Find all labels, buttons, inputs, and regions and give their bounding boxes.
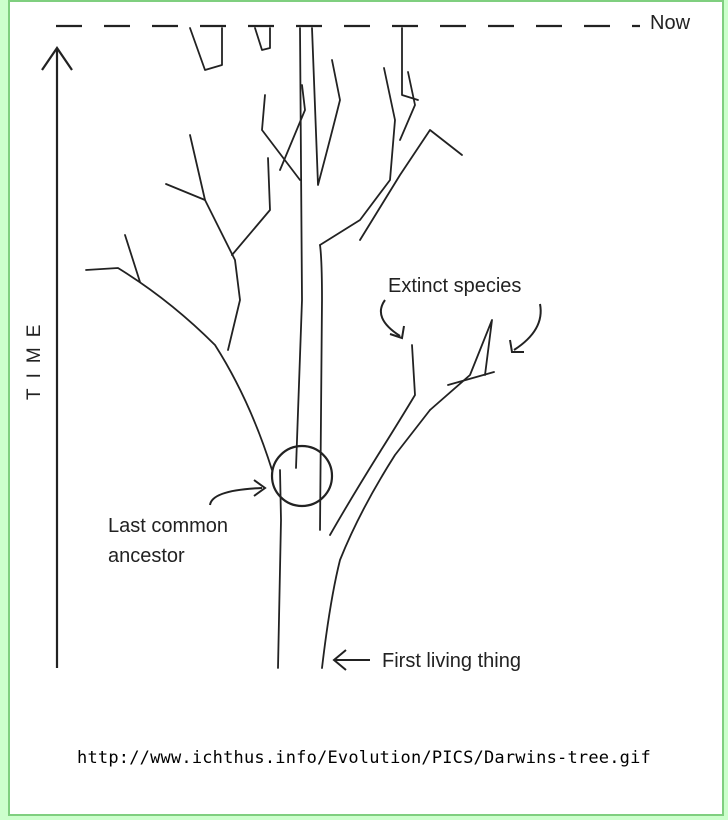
tree-branches <box>85 27 495 669</box>
first-living-arrowhead <box>332 649 347 671</box>
extinct-species-label: Extinct species <box>388 275 521 297</box>
first-living-label: First living thing <box>382 650 521 672</box>
extinct-arrow-left <box>380 299 401 337</box>
ancestor-arrow <box>209 487 263 506</box>
time-axis-label: TIME <box>24 315 45 400</box>
now-label: Now <box>650 12 691 34</box>
extinct-arrow-right <box>513 303 542 351</box>
source-url-caption: http://www.ichthus.info/Evolution/PICS/D… <box>77 748 651 768</box>
ancestor-circle <box>270 444 334 508</box>
ancestor-label-line1: Last common <box>108 515 228 537</box>
ancestor-arrowhead <box>253 479 267 497</box>
extinct-arrowhead-left <box>389 325 405 340</box>
ancestor-label-line2: ancestor <box>108 545 185 567</box>
time-arrow-head <box>41 46 73 71</box>
extinct-arrowhead-right <box>509 339 524 353</box>
figure-frame <box>8 0 724 816</box>
